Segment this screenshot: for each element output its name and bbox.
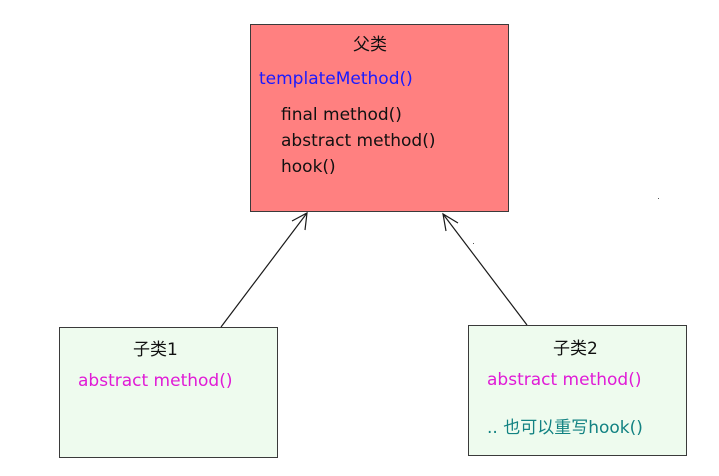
child2-abstract-method: abstract method() (487, 370, 642, 390)
template-method-label: templateMethod() (259, 69, 413, 89)
arrow-child2-to-parent (442, 213, 528, 326)
parent-method-hook: hook() (281, 157, 336, 177)
child1-class-title: 子类1 (133, 340, 178, 360)
stray-dot (473, 243, 474, 244)
child1-class-box: 子类1 abstract method() (59, 327, 278, 458)
child2-class-box: 子类2 abstract method() .. 也可以重写hook() (468, 325, 687, 456)
parent-method-final: final method() (281, 105, 402, 125)
child1-abstract-method: abstract method() (78, 371, 233, 391)
stray-dot (658, 198, 659, 199)
parent-class-box: 父类 templateMethod() final method() abstr… (250, 24, 509, 212)
child2-class-title: 子类2 (553, 339, 598, 359)
parent-method-abstract: abstract method() (281, 131, 436, 151)
parent-class-title: 父类 (353, 35, 387, 55)
arrowhead-child1 (291, 211, 308, 231)
arrowhead-child2 (442, 212, 459, 232)
child2-hook-note: .. 也可以重写hook() (487, 418, 643, 438)
arrow-child1-to-parent (220, 212, 308, 328)
